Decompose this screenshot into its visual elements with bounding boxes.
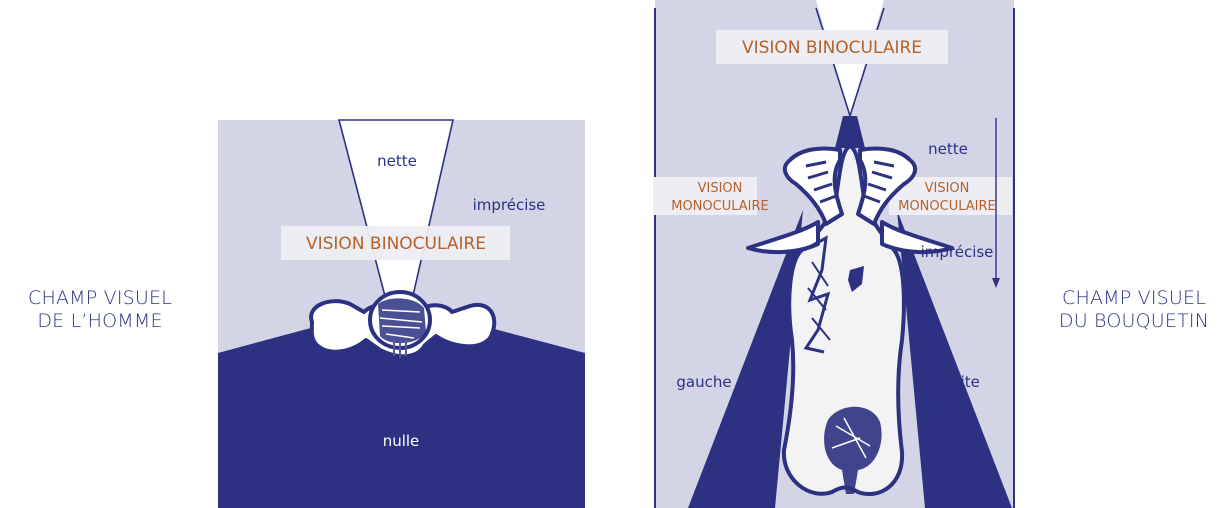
ibex-label-imprecise: imprécise (921, 243, 994, 261)
ibex-label-mono-right-1: VISION (925, 181, 970, 196)
human-label-binoculaire: VISION BINOCULAIRE (306, 234, 486, 254)
ibex-label-gauche: gauche (676, 373, 731, 391)
human-label-nulle: nulle (383, 432, 420, 450)
human-label-imprecise: imprécise (473, 196, 546, 214)
ibex-label-droite: droite (936, 373, 980, 391)
ibex-label-binoculaire: VISION BINOCULAIRE (742, 38, 922, 58)
ibex-label-mono-right-2: MONOCULAIRE (898, 199, 996, 214)
ibex-label-mono-left-2: MONOCULAIRE (671, 199, 769, 214)
ibex-panel: VISION BINOCULAIRE nette imprécise VISIO… (653, 0, 1014, 508)
ibex-label-mono-left-1: VISION (698, 181, 743, 196)
human-label-nette: nette (377, 152, 417, 170)
ibex-label-nette: nette (928, 140, 968, 158)
human-panel: nette imprécise VISION BINOCULAIRE nulle (218, 120, 585, 508)
